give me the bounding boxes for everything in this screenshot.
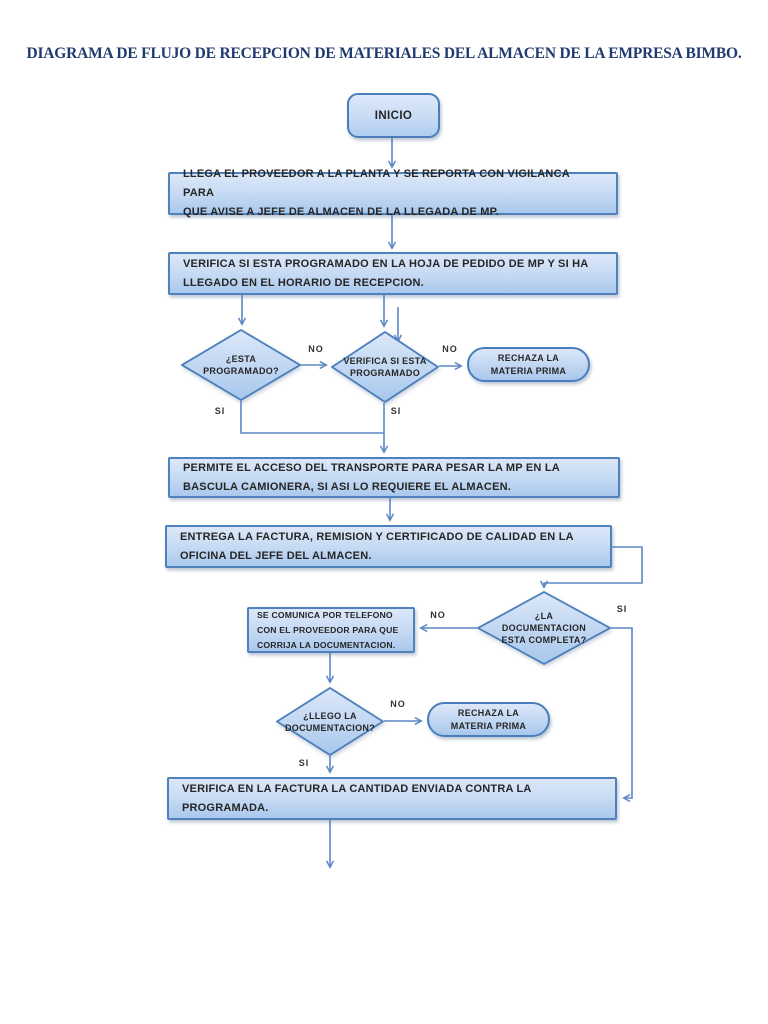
label-si-decision2: SI xyxy=(390,406,402,416)
label-no-decision4: NO xyxy=(390,699,406,709)
decision-esta-programado-shape xyxy=(181,329,301,401)
process-verifica-cantidad-label: VERIFICA EN LA FACTURA LA CANTIDAD ENVIA… xyxy=(182,782,532,814)
decision-verifica-programado-shape xyxy=(331,331,439,403)
decision-llego-doc-shape xyxy=(276,687,384,756)
label-si-decision4: SI xyxy=(298,758,310,768)
decision-doc-completa: ¿LA DOCUMENTACION ESTA COMPLETA? xyxy=(477,591,611,665)
edge-box4-to-decision3 xyxy=(539,546,643,589)
decision-esta-programado-label: ¿ESTA PROGRAMADO? xyxy=(203,354,279,376)
edge-decision1-si xyxy=(240,401,384,434)
process-llega-proveedor-label: LLEGA EL PROVEEDOR A LA PLANTA Y SE REPO… xyxy=(183,168,570,218)
decision-llego-doc-label: ¿LLEGO LA DOCUMENTACION? xyxy=(284,710,376,733)
reject-materia-prima-1-label: RECHAZA LA MATERIA PRIMA xyxy=(490,352,567,376)
process-verifica-cantidad: VERIFICA EN LA FACTURA LA CANTIDAD ENVIA… xyxy=(167,777,617,820)
process-verifica-hoja-pedido: VERIFICA SI ESTA PROGRAMADO EN LA HOJA D… xyxy=(168,252,618,295)
decision-doc-completa-shape xyxy=(477,591,611,665)
decision-esta-programado: ¿ESTA PROGRAMADO? xyxy=(181,329,301,401)
start-node: INICIO xyxy=(347,93,440,138)
reject-materia-prima-2-label: RECHAZA LA MATERIA PRIMA xyxy=(450,707,527,731)
edge-decision3-si-to-box5 xyxy=(611,627,633,803)
label-si-decision1: SI xyxy=(214,406,226,416)
reject-materia-prima-1: RECHAZA LA MATERIA PRIMA xyxy=(467,347,590,382)
process-verifica-hoja-pedido-label: VERIFICA SI ESTA PROGRAMADO EN LA HOJA D… xyxy=(183,257,589,289)
label-si-decision3: SI xyxy=(616,604,628,614)
label-no-decision3: NO xyxy=(430,610,446,620)
decision-doc-completa-label: ¿LA DOCUMENTACION ESTA COMPLETA? xyxy=(501,611,587,645)
process-entrega-factura: ENTREGA LA FACTURA, REMISION Y CERTIFICA… xyxy=(165,525,612,568)
label-no-decision2: NO xyxy=(442,344,458,354)
process-permite-acceso-label: PERMITE EL ACCESO DEL TRANSPORTE PARA PE… xyxy=(183,461,560,493)
process-comunica-telefono: SE COMUNICA POR TELEFONO CON EL PROVEEDO… xyxy=(247,607,415,653)
start-node-label: INICIO xyxy=(374,109,413,122)
decision-llego-doc: ¿LLEGO LA DOCUMENTACION? xyxy=(276,687,384,756)
process-permite-acceso: PERMITE EL ACCESO DEL TRANSPORTE PARA PE… xyxy=(168,457,620,498)
decision-verifica-programado: VERIFICA SI ESTA PROGRAMADO xyxy=(331,331,439,403)
process-llega-proveedor: LLEGA EL PROVEEDOR A LA PLANTA Y SE REPO… xyxy=(168,168,618,218)
label-no-decision1: NO xyxy=(308,344,324,354)
process-comunica-telefono-label: SE COMUNICA POR TELEFONO CON EL PROVEEDO… xyxy=(257,609,399,650)
reject-materia-prima-2: RECHAZA LA MATERIA PRIMA xyxy=(427,702,550,737)
process-entrega-factura-label: ENTREGA LA FACTURA, REMISION Y CERTIFICA… xyxy=(180,530,574,562)
page-title: DIAGRAMA DE FLUJO DE RECEPCION DE MATERI… xyxy=(26,45,742,62)
decision-verifica-programado-label: VERIFICA SI ESTA PROGRAMADO xyxy=(343,356,427,378)
